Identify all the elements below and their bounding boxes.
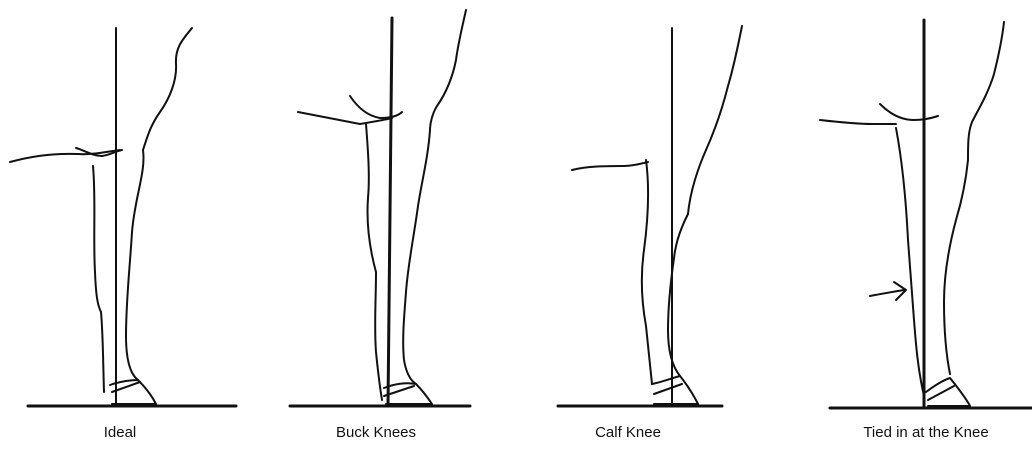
panel-tied-in-at-the-knee <box>820 20 1032 408</box>
plumb-line <box>388 18 392 406</box>
hoof-outline <box>926 378 970 406</box>
hoof-outline <box>652 376 698 404</box>
panel-label-calf-knee: Calf Knee <box>595 424 661 441</box>
panel-label-buck-knees: Buck Knees <box>336 424 416 441</box>
chest-outline <box>143 28 192 150</box>
panel-calf-knee <box>558 26 742 406</box>
chest-outline <box>688 26 742 214</box>
chest-outline <box>430 10 466 130</box>
knee-cap-outline <box>880 104 938 120</box>
leg-back-outline <box>403 130 430 384</box>
leg-front-outline <box>366 124 382 400</box>
forearm-outline <box>572 162 648 170</box>
chest-outline <box>968 22 1004 160</box>
panel-label-ideal: Ideal <box>104 424 137 441</box>
forearm-outline <box>820 120 896 124</box>
leg-back-outline <box>944 160 968 374</box>
pastern-axis-line <box>654 384 682 394</box>
leg-front-outline <box>93 166 104 392</box>
panel-ideal <box>10 28 236 406</box>
knee-cap-outline <box>350 96 402 118</box>
panel-buck-knees <box>290 10 470 406</box>
leg-back-outline <box>126 150 144 380</box>
leg-front-outline <box>642 160 652 384</box>
panel-label-tied-in-at-the-knee: Tied in at the Knee <box>863 424 988 441</box>
leg-front-outline <box>896 128 924 396</box>
arrow-right-icon <box>870 282 906 300</box>
